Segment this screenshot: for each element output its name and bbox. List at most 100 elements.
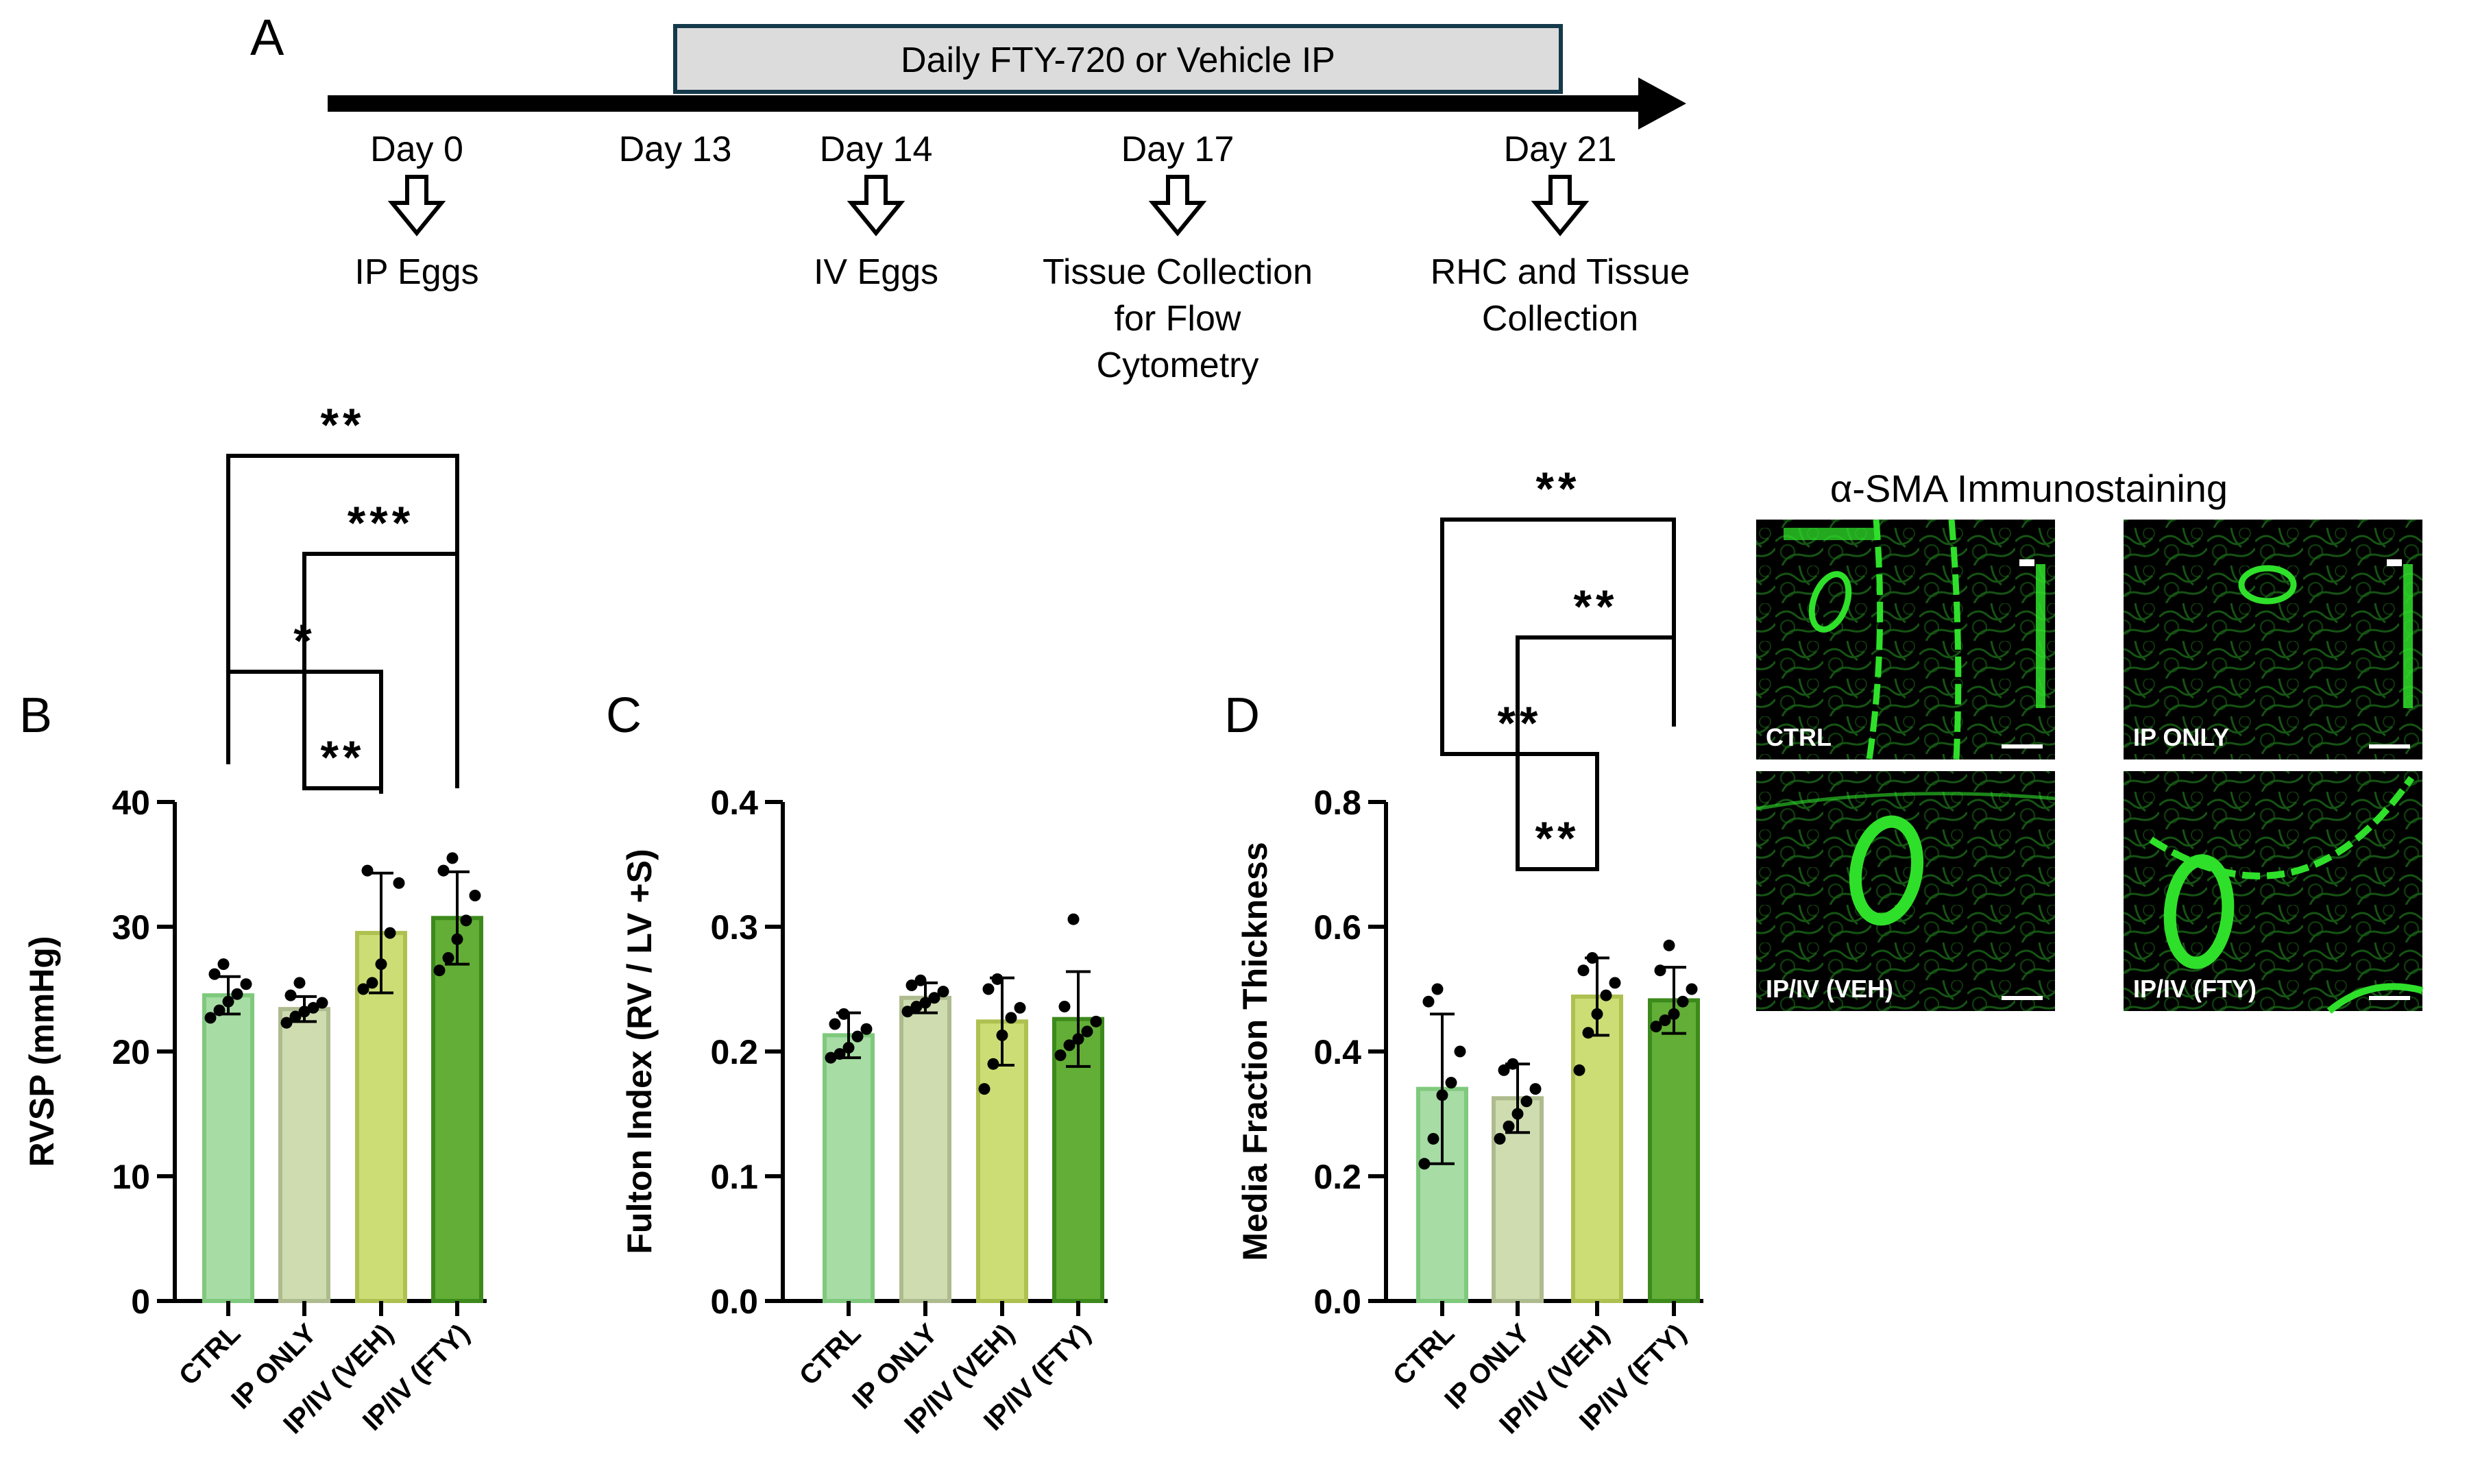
- data-point: [437, 864, 450, 877]
- bar: [823, 1033, 875, 1303]
- bar: [899, 995, 951, 1303]
- x-tick-label: CTRL: [173, 1318, 247, 1391]
- bar: [976, 1019, 1028, 1303]
- timeline-event-label: RHC and Tissue: [1431, 252, 1690, 292]
- micrograph-tile: IP/IV (FTY): [2124, 771, 2424, 1014]
- arteriole: [1808, 571, 1852, 633]
- data-point: [1418, 1158, 1431, 1170]
- arteriole: [1849, 815, 1924, 926]
- micrograph-tile: CTRL: [1756, 519, 2055, 760]
- significance-bracket: [302, 552, 459, 788]
- data-point: [1063, 1039, 1075, 1051]
- scale-marker: [2019, 559, 2034, 566]
- data-point: [1431, 983, 1444, 995]
- vessel-fragment: [1784, 528, 1880, 540]
- data-point: [1573, 1064, 1585, 1076]
- data-point: [393, 877, 405, 889]
- data-point: [446, 852, 459, 864]
- significance-label: **: [1498, 697, 1542, 749]
- y-tick-label: 0.3: [710, 908, 758, 947]
- data-point: [1427, 1132, 1439, 1145]
- micrograph-title: α-SMA Immunostaining: [1830, 467, 2228, 510]
- data-point: [316, 997, 328, 1009]
- data-point: [910, 1000, 923, 1012]
- data-point: [366, 977, 378, 989]
- data-point: [1014, 1001, 1026, 1014]
- timeline-arrow-head: [1638, 77, 1686, 130]
- tissue-texture: [1756, 520, 2055, 759]
- scale-bar: [2002, 996, 2043, 1000]
- significance-bracket: [1440, 706, 1599, 775]
- timeline-day-label: Day 14: [820, 130, 933, 169]
- data-point: [937, 986, 949, 998]
- data-point: [1445, 1077, 1457, 1088]
- significance-bracket: [1516, 635, 1676, 809]
- timeline-day-label: Day 21: [1504, 130, 1617, 169]
- y-tick-label: 0.4: [1313, 1033, 1361, 1071]
- data-point: [1520, 1095, 1533, 1108]
- timeline-event-label: Cytometry: [1097, 345, 1259, 385]
- bar: [431, 916, 483, 1303]
- arteriole: [2238, 565, 2297, 605]
- data-point: [829, 1018, 841, 1030]
- significance-label: **: [321, 731, 365, 783]
- data-point: [1529, 1083, 1542, 1095]
- timeline-panel: A Daily FTY-720 or Vehicle IP Day 0IP Eg…: [250, 9, 1690, 385]
- y-tick-label: 0.0: [710, 1282, 758, 1321]
- data-point: [1081, 1025, 1093, 1038]
- intensity-scale: [2036, 564, 2045, 708]
- data-point: [204, 1012, 217, 1024]
- data-point: [1677, 995, 1689, 1008]
- down-arrow-icon: [1148, 175, 1207, 236]
- significance-label: **: [321, 399, 365, 451]
- data-point: [1686, 983, 1698, 995]
- treatment-box: [673, 24, 1563, 94]
- y-tick-label: 0.1: [710, 1158, 758, 1196]
- y-tick-label: 20: [112, 1033, 150, 1071]
- y-tick-label: 0.8: [1313, 783, 1361, 822]
- arteriole: [2163, 854, 2235, 969]
- micrograph-label: IP/IV (VEH): [1766, 975, 1893, 1003]
- bar: [1571, 994, 1623, 1304]
- micrograph-tile: IP ONLY: [2124, 520, 2422, 759]
- significance-label: **: [1535, 812, 1580, 864]
- data-point: [208, 968, 221, 980]
- data-point: [825, 1051, 837, 1064]
- vessel-wall: [1948, 519, 1962, 760]
- micrograph-label: CTRL: [1766, 723, 1832, 751]
- y-tick-label: 10: [112, 1158, 150, 1196]
- data-point: [357, 983, 369, 995]
- vessel-wall: [1755, 792, 2056, 811]
- significance-label: ***: [348, 497, 414, 549]
- data-point: [1609, 977, 1621, 989]
- down-arrow-icon: [847, 175, 905, 236]
- data-point: [851, 1030, 864, 1043]
- timeline-event-label: Tissue Collection: [1043, 252, 1313, 292]
- timeline-event-label: IP Eggs: [354, 252, 478, 292]
- data-point: [289, 1010, 302, 1023]
- data-point: [361, 864, 374, 877]
- data-point: [1090, 1015, 1102, 1027]
- data-point: [240, 978, 252, 990]
- timeline-day-label: Day 17: [1121, 130, 1235, 169]
- micrograph-label: IP ONLY: [2133, 723, 2229, 751]
- significance-label: **: [1536, 463, 1581, 515]
- data-point: [901, 1006, 914, 1018]
- data-point: [1503, 1120, 1515, 1132]
- data-point: [1054, 1049, 1067, 1061]
- vessel-wall: [1866, 519, 1884, 760]
- x-tick-label: CTRL: [1387, 1318, 1461, 1391]
- data-point: [860, 1023, 873, 1035]
- panel-label-c: C: [606, 688, 642, 743]
- y-axis-label: Media Fraction Thickness: [1236, 842, 1274, 1261]
- bar: [1648, 998, 1700, 1303]
- timeline-day-label: Day 0: [370, 130, 463, 169]
- data-point: [433, 964, 446, 977]
- data-point: [280, 1017, 293, 1029]
- data-point: [231, 988, 243, 1000]
- data-point: [1663, 939, 1675, 951]
- vessel-wall: [2326, 983, 2424, 1014]
- vessel-wall: [2149, 776, 2415, 879]
